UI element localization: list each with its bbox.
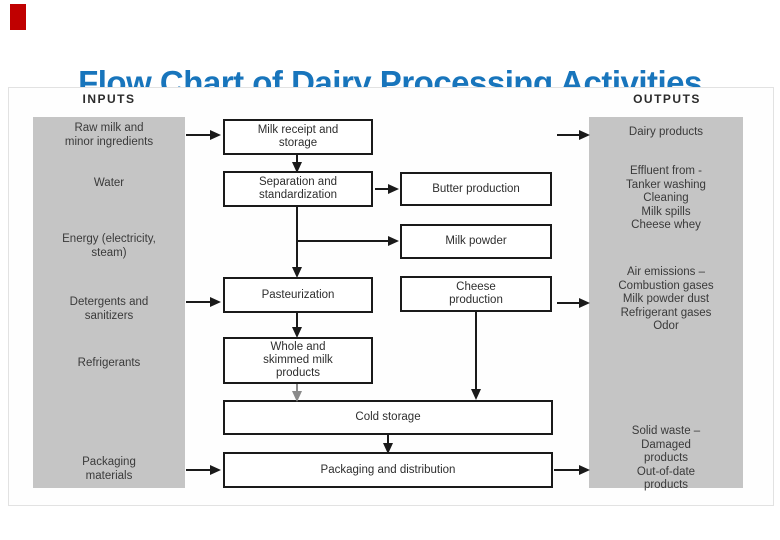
input-item-packaging: Packaging materials: [82, 456, 136, 482]
outputs-header: OUTPUTS: [633, 92, 701, 106]
output-item-dairy-products: Dairy products: [628, 126, 704, 138]
process-box-milk-receipt-storage: Milk receipt and storage: [223, 119, 373, 155]
inputs-header: INPUTS: [82, 92, 136, 106]
slide-accent-block: [10, 4, 26, 30]
output-item-effluent: Effluent from - Tanker washing Cleaning …: [626, 165, 706, 231]
output-item-solid-waste: Solid waste – Damaged products Out-of-da…: [631, 425, 701, 491]
input-item-water: Water: [93, 177, 125, 189]
input-item-refrigerants: Refrigerants: [77, 357, 141, 369]
process-box-cold-storage: Cold storage: [223, 400, 553, 435]
process-box-packaging-distribution: Packaging and distribution: [223, 452, 553, 488]
process-box-whole-skimmed-milk-products: Whole and skimmed milk products: [223, 337, 373, 384]
outputs-panel: Dairy products Effluent from - Tanker wa…: [589, 117, 743, 491]
input-item-raw-milk: Raw milk and minor ingredients: [64, 122, 154, 148]
inputs-panel: Raw milk and minor ingredients Water Ene…: [33, 117, 185, 488]
process-box-pasteurization: Pasteurization: [223, 277, 373, 313]
process-box-separation-standardization: Separation and standardization: [223, 171, 373, 207]
input-item-energy: Energy (electricity, steam): [62, 233, 156, 259]
input-item-detergents: Detergents and sanitizers: [69, 296, 149, 322]
process-box-milk-powder: Milk powder: [400, 224, 552, 259]
process-box-butter-production: Butter production: [400, 172, 552, 206]
output-item-air-emissions: Air emissions – Combustion gases Milk po…: [618, 266, 714, 332]
process-box-cheese-production: Cheese production: [400, 276, 552, 312]
